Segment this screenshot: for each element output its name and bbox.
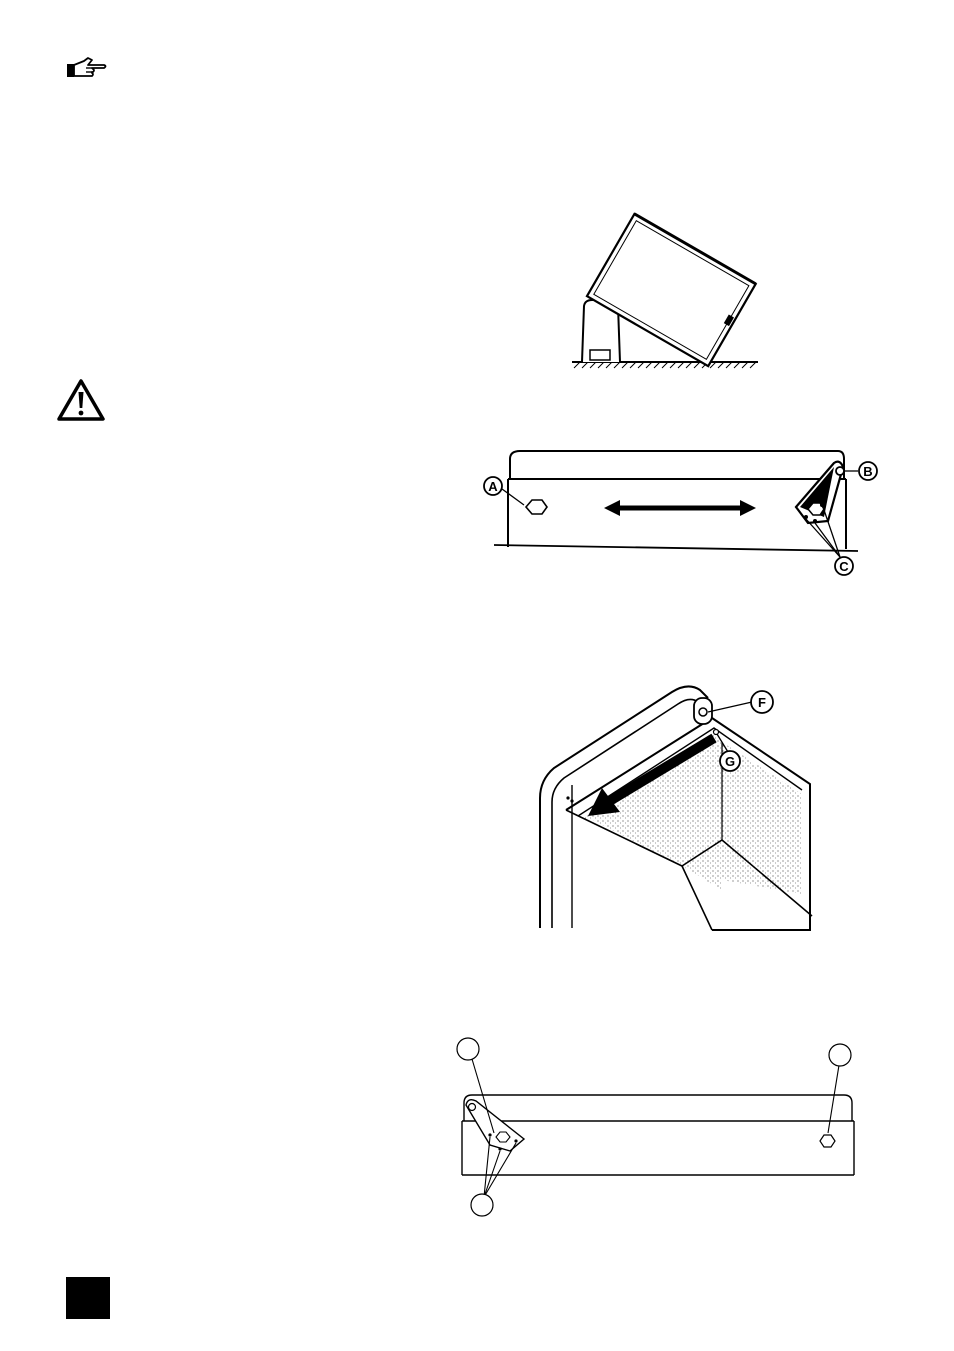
cabinet-corner-figure: F G [532, 680, 832, 932]
reversed-hinge-figure [450, 1035, 870, 1220]
callout-a: A [488, 479, 498, 494]
callout-g: G [725, 754, 735, 769]
page-number-block [66, 1277, 110, 1319]
tilted-appliance-figure [570, 210, 760, 370]
pointing-hand-icon [66, 56, 108, 82]
hex-plug [820, 1135, 835, 1147]
callout-c: C [839, 559, 849, 574]
warning-triangle-icon [56, 378, 106, 422]
callout-b: B [863, 464, 872, 479]
hinge-side-figure: A B C [478, 445, 888, 580]
callout-f: F [758, 695, 766, 710]
hex-plug [526, 500, 547, 514]
